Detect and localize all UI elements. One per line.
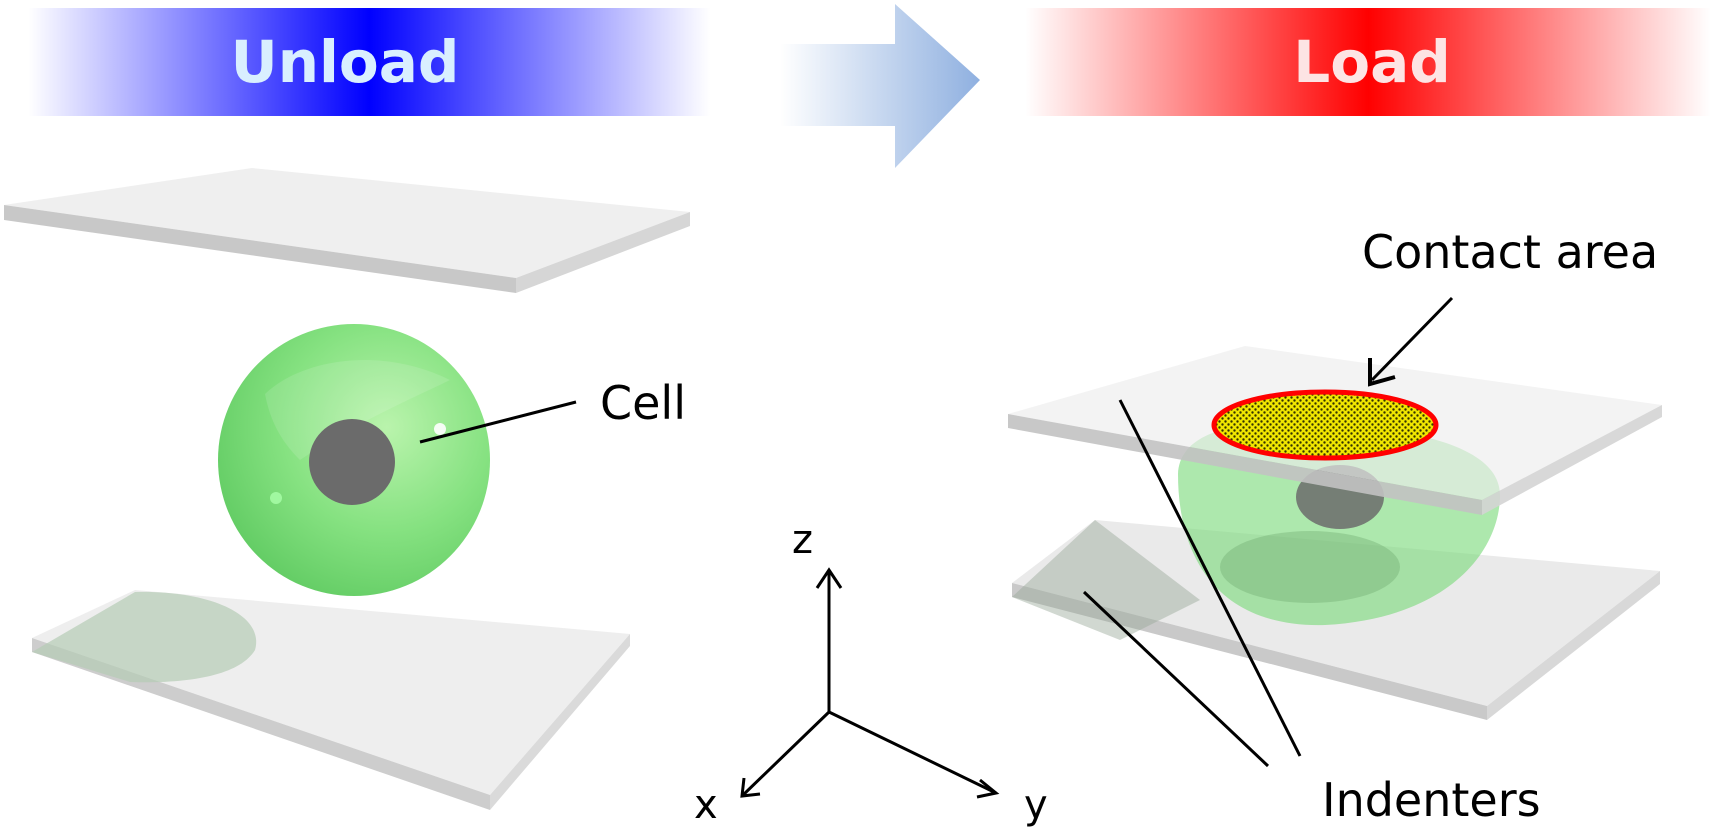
cell-leader-line: [419, 400, 577, 444]
unload-banner: Unload: [28, 8, 710, 116]
cell-sphere: [218, 324, 490, 596]
indenters-label-group: Indenters: [1082, 399, 1541, 827]
y-axis-label: y: [1024, 782, 1048, 828]
nucleus: [309, 419, 395, 505]
cell-label: Cell: [600, 376, 686, 430]
contact-area-label: Contact area: [1362, 225, 1658, 279]
transition-arrow: [780, 4, 980, 168]
load-banner: Load: [1025, 8, 1711, 116]
cell-shadow-unload: [32, 591, 257, 683]
load-banner-text: Load: [1293, 28, 1450, 96]
unload-banner-text: Unload: [231, 28, 460, 96]
lower-indenter-unload: [32, 590, 630, 810]
upper-indenter-unload: [4, 168, 690, 293]
indenters-label: Indenters: [1322, 773, 1541, 827]
cell-label-group: Cell: [419, 376, 686, 444]
upper-indenter-load: [1008, 346, 1662, 515]
contact-area-label-group: Contact area: [1362, 225, 1658, 387]
x-axis-label: x: [694, 782, 718, 828]
z-axis-label: z: [792, 517, 813, 563]
coordinate-axes: z x y: [694, 517, 1048, 828]
contact-area: [1211, 389, 1439, 461]
